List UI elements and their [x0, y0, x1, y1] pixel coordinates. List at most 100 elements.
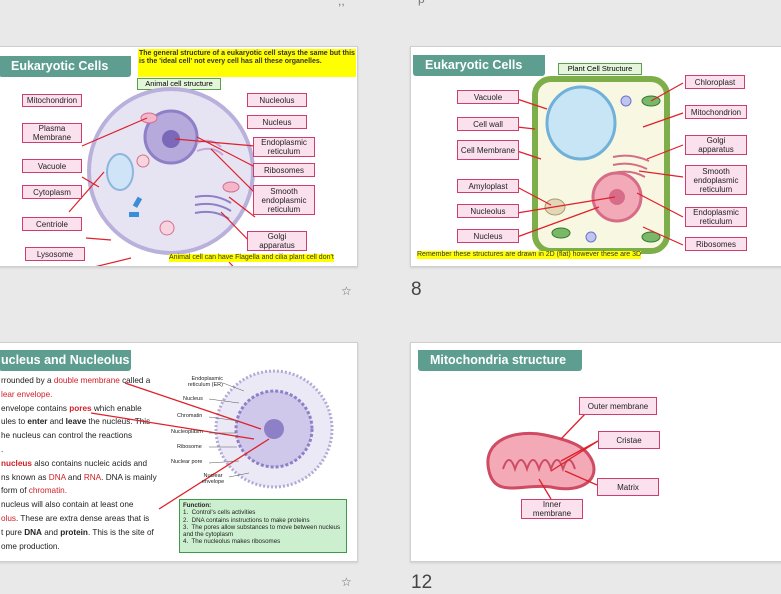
label-chromatin: Chromatin — [177, 413, 203, 419]
text-run: the nucleus. This — [86, 417, 151, 427]
text-line: nucleus also contains nucleic acids and — [1, 457, 157, 471]
text-run: double membrane — [53, 376, 120, 385]
label-nucleoplasm: Nucleoplasm — [171, 429, 203, 435]
label-lysosome: Lysosome — [25, 247, 85, 261]
text-run: and — [47, 417, 66, 427]
text-line: ns known as DNA and RNA. DNA is mainly — [1, 471, 157, 485]
text-run: rrounded by a — [1, 376, 54, 385]
slide-thumbnail-7[interactable]: Eukaryotic Cells The general structure o… — [0, 46, 358, 267]
label-inner-membrane: Inner membrane — [521, 499, 583, 519]
text-run: ules to — [1, 417, 28, 427]
label-nucleus: Nucleus — [247, 115, 307, 129]
text-line: nucleus will also contain at least one — [1, 498, 157, 512]
label-nucleolus: Nucleolus — [247, 93, 307, 107]
slide-title: ucleus and Nucleolus — [0, 350, 131, 371]
plant-cell-diagram — [516, 76, 684, 254]
label-vacuole: Vacuole — [457, 90, 519, 104]
label-amyloplast: Amyloplast — [457, 179, 519, 193]
text-run: envelope contains — [1, 403, 70, 413]
text-line: olus. These are extra dense areas that i… — [1, 512, 157, 526]
text-run: DNA — [24, 527, 42, 537]
label-ribosomes: Ribosomes — [253, 163, 315, 177]
label-nuclear-envelope: Nuclear envelope — [201, 473, 225, 485]
label-ribosomes: Ribosomes — [685, 237, 747, 251]
label-mitochondrion: Mitochondrion — [685, 105, 747, 119]
function-box: Function: 1. Control's cells activities … — [179, 499, 347, 553]
text-run: . These are extra dense areas that is — [16, 513, 150, 523]
label-nucleus: Nucleus — [457, 229, 519, 243]
slide-subtitle: Plant Cell Structure — [558, 63, 642, 75]
mitochondria-diagram — [486, 412, 599, 500]
text-run: he nucleus can control the reactions — [1, 431, 133, 441]
text-run: which enable — [91, 403, 142, 413]
label-chloroplast: Chloroplast — [685, 75, 745, 89]
text-line: envelope contains pores which enable — [1, 402, 157, 416]
text-run: enter — [27, 417, 48, 427]
text-run: also contains nucleic acids and — [31, 458, 148, 468]
text-run: DNA — [48, 472, 66, 482]
slide-title: Mitochondria structure — [418, 350, 582, 371]
text-line: rrounded by a double membrane called a — [1, 374, 157, 388]
label-ribosome: Ribosome — [177, 444, 202, 450]
top-clip-fragment: ,, — [338, 0, 345, 8]
function-title: Function: — [183, 502, 212, 509]
text-run: ns known as — [1, 472, 49, 482]
text-line: ome production. — [1, 540, 157, 554]
function-item: 1. Control's cells activities — [183, 509, 256, 517]
label-smooth-er: Smooth endoplasmic reticulum — [253, 185, 315, 215]
function-item: 4. The nucleolus makes ribosomes — [183, 538, 281, 546]
label-smooth-er: Smooth endoplasmic reticulum — [685, 165, 747, 195]
label-cell-wall: Cell wall — [457, 117, 519, 131]
text-run: and — [65, 472, 84, 482]
text-line: t pure DNA and protein. This is the site… — [1, 526, 157, 540]
star-icon[interactable]: ☆ — [341, 284, 352, 298]
slide-number-8: 8 — [411, 279, 422, 300]
nucleus-diagram — [90, 369, 334, 510]
text-run: lear envelope. — [1, 389, 53, 399]
label-mitochondrion: Mitochondrion — [22, 94, 82, 107]
text-run: nucleus — [1, 458, 32, 468]
star-icon[interactable]: ☆ — [341, 575, 352, 589]
text-line: lear envelope. — [1, 388, 157, 402]
label-endoplasmic-reticulum: Endoplasmic reticulum — [685, 207, 747, 227]
text-run: nucleus will also contain at least one — [1, 500, 134, 510]
text-run: chromatin. — [28, 486, 67, 496]
slide-note: The general structure of a eukaryotic ce… — [138, 49, 356, 77]
text-line: ules to enter and leave the nucleus. Thi… — [1, 415, 157, 429]
label-nuclear-pore: Nuclear pore — [171, 459, 203, 465]
text-run: . DNA is mainly — [101, 472, 157, 482]
top-clip-fragment-2: p — [418, 0, 425, 6]
label-golgi: Golgi apparatus — [685, 135, 747, 155]
function-item: 3. The pores allow substances to move be… — [183, 523, 341, 539]
text-line: he nucleus can control the reactions — [1, 429, 157, 443]
slide-thumbnail-12[interactable]: Mitochondria structure Outer membrane Cr… — [410, 342, 781, 562]
text-run: RNA — [83, 472, 102, 482]
text-line: . — [1, 443, 157, 457]
label-endoplasmic-reticulum: Endoplasmic reticulum — [253, 137, 315, 157]
slide-number-12: 12 — [411, 572, 433, 593]
function-item: 2. DNA contains instructions to make pro… — [183, 516, 310, 524]
label-plasma-membrane: Plasma Membrane — [22, 123, 82, 143]
label-nucleolus: Nucleolus — [457, 204, 519, 218]
slide-title: Eukaryotic Cells — [0, 56, 131, 77]
text-run: leave — [65, 417, 87, 427]
label-centriole: Centriole — [22, 217, 82, 231]
label-cell-membrane: Cell Membrane — [457, 140, 519, 160]
slide-footer: Animal cell can have Flagella and cilia … — [169, 254, 334, 262]
text-run: ome production. — [1, 541, 60, 551]
text-run: and — [41, 527, 61, 537]
label-vacuole: Vacuole — [22, 159, 82, 173]
text-run: t pure — [1, 527, 25, 537]
slide-title: Eukaryotic Cells — [413, 55, 545, 76]
label-er: Endoplasmic reticulum (ER) — [187, 376, 223, 388]
label-golgi: Golgi apparatus — [247, 231, 307, 251]
text-line: form of chromatin. — [1, 484, 157, 498]
text-run: protein — [60, 527, 88, 537]
text-run: olus — [1, 513, 17, 523]
text-run: . This is the site of — [87, 527, 154, 537]
label-cytoplasm: Cytoplasm — [22, 185, 82, 199]
slide-thumbnail-8[interactable]: Eukaryotic Cells Plant Cell Structure Va… — [410, 46, 781, 267]
slide-thumbnail-11[interactable]: ucleus and Nucleolus rrounded by a doubl… — [0, 342, 358, 562]
slide-footer: Remember these structures are drawn in 2… — [417, 251, 642, 259]
